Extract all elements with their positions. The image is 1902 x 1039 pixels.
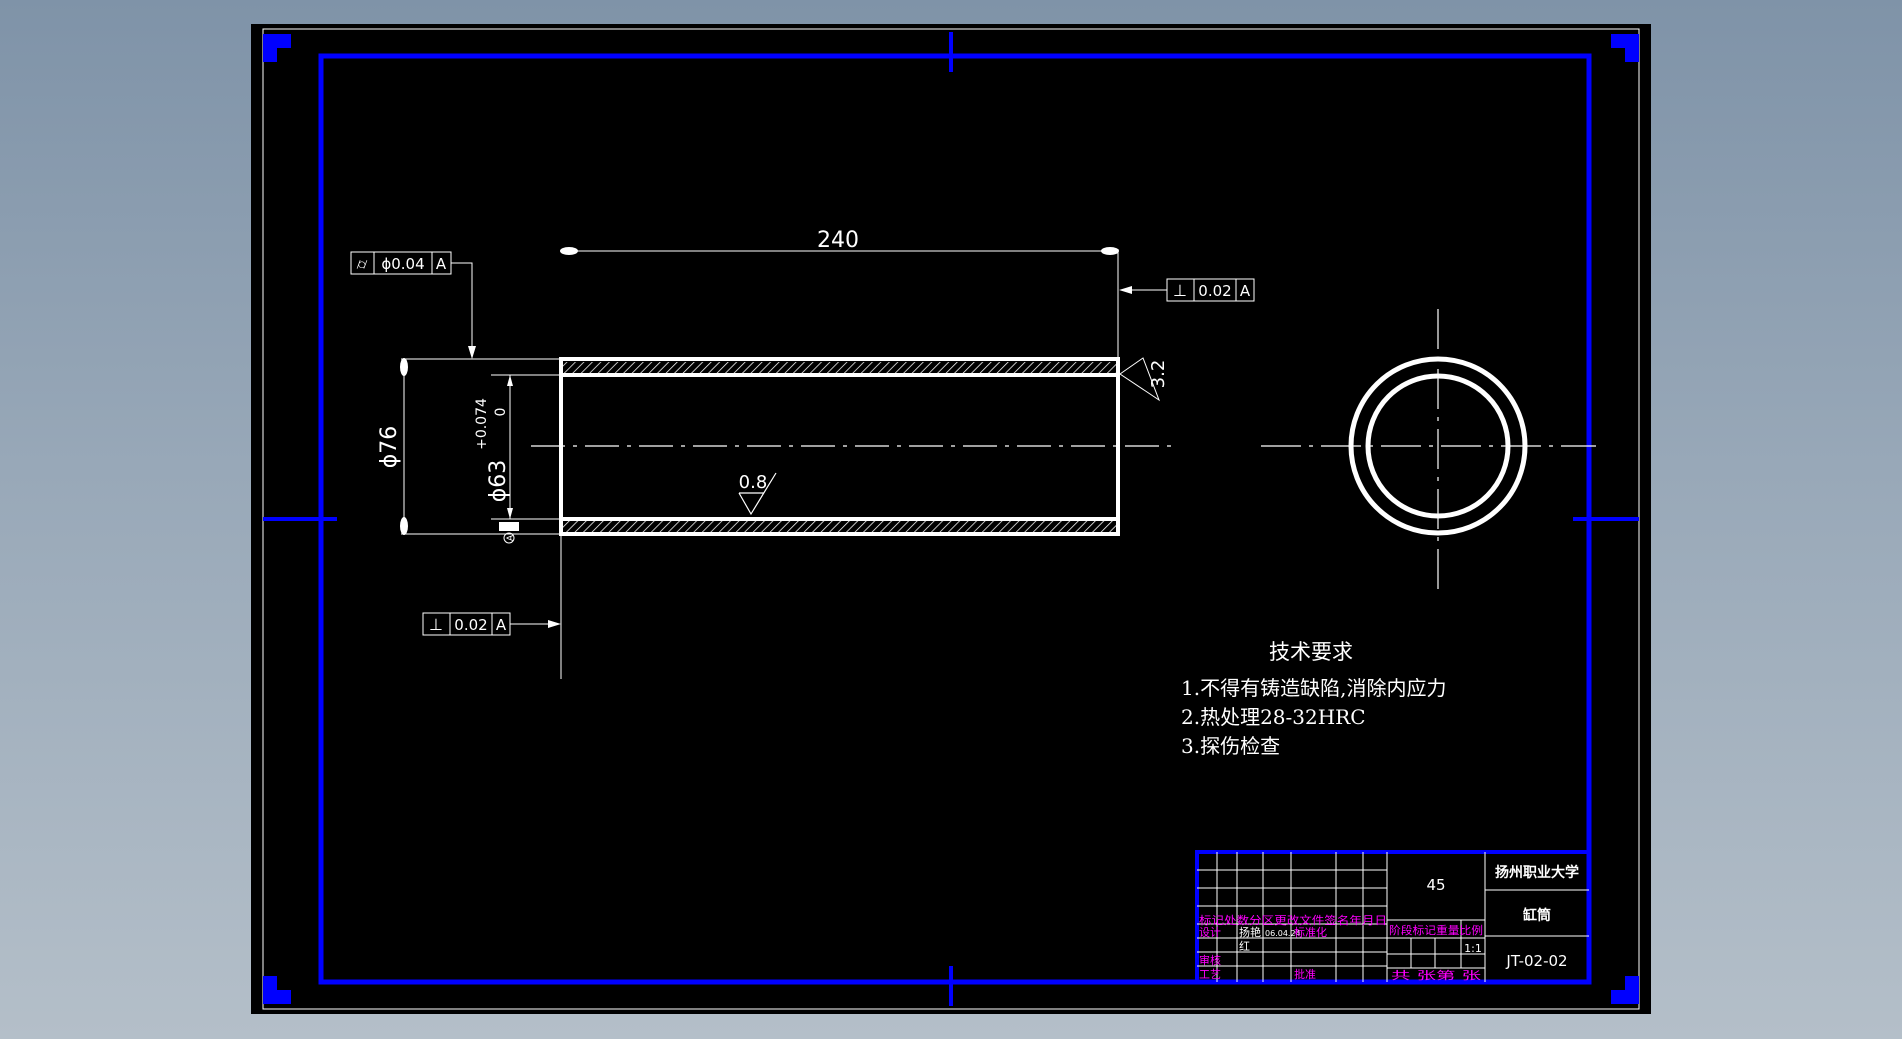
tech-req-item-1: 1.不得有铸造缺陷,消除内应力 xyxy=(1181,676,1446,700)
roughness-symbol-inner: 0.8 xyxy=(738,472,777,516)
tech-req-title: 技术要求 xyxy=(1269,640,1353,664)
perpendicular-bottom-datum: A xyxy=(496,616,507,634)
sheets-label: 共 张第 张 xyxy=(1391,968,1481,982)
perpendicular-right-symbol: ⊥ xyxy=(1173,281,1187,300)
design-date: 06.04.24 xyxy=(1265,929,1301,938)
cylindricity-value: ϕ0.04 xyxy=(381,255,424,273)
cylindricity-tolerance-frame[interactable]: ⌭ ϕ0.04 A xyxy=(350,251,476,359)
corner-mark-br xyxy=(1611,976,1639,1004)
end-view-outer-circle xyxy=(1348,356,1528,536)
section-view xyxy=(531,357,1173,536)
end-view-inner-circle xyxy=(1365,373,1511,519)
title-block-border xyxy=(1195,850,1591,984)
material-value: 45 xyxy=(1426,876,1445,894)
corner-mark-tl xyxy=(263,34,291,62)
inner-diameter-label: ϕ63 xyxy=(486,460,511,503)
drawing-viewport[interactable]: 240 ϕ76 ϕ63 +0.074 0 A 3.2 0.8 xyxy=(251,24,1651,1014)
cad-drawing-canvas: 240 ϕ76 ϕ63 +0.074 0 A 3.2 0.8 xyxy=(262,28,1640,1010)
scale-value: 1:1 xyxy=(1464,942,1482,955)
roughness-symbol-outer: 3.2 xyxy=(1119,357,1169,402)
datum-feature-label: A xyxy=(506,534,516,541)
drawing-number: JT-02-02 xyxy=(1505,952,1567,970)
corner-mark-tr xyxy=(1611,34,1639,62)
hatch-bottom-wall xyxy=(563,519,1116,532)
extra-field: 红 xyxy=(1239,940,1250,953)
corner-mark-bl xyxy=(263,976,291,1004)
perpendicular-bottom-value: 0.02 xyxy=(454,616,487,634)
cylindricity-symbol: ⌭ xyxy=(357,255,368,273)
perpendicular-tolerance-frame-right[interactable]: ⊥ 0.02 A xyxy=(1119,278,1255,302)
perpendicular-right-datum: A xyxy=(1240,282,1251,300)
perpendicular-bottom-symbol: ⊥ xyxy=(429,615,443,634)
cylindricity-leader xyxy=(451,262,473,355)
designer-name: 扬艳 xyxy=(1239,925,1261,939)
tech-req-item-3: 3.探伤检查 xyxy=(1181,734,1280,758)
title-block: 标记处数分区更改文件签名年月日 设计 扬艳 06.04.24 标准化 红 审核 … xyxy=(1195,850,1591,984)
stage-header: 阶段标记重量比例 xyxy=(1389,923,1483,937)
cylindricity-datum: A xyxy=(436,255,447,273)
hatch-top-wall xyxy=(563,362,1116,375)
perpendicular-right-value: 0.02 xyxy=(1198,282,1231,300)
outer-diameter-dimension: ϕ76 xyxy=(377,358,561,535)
roughness-outer-label: 3.2 xyxy=(1148,360,1169,389)
end-view xyxy=(1261,309,1596,594)
inner-diameter-dimension: ϕ63 +0.074 0 xyxy=(474,374,561,520)
length-dimension-label: 240 xyxy=(817,228,859,253)
perpendicular-tolerance-frame-bottom[interactable]: ⊥ 0.02 A xyxy=(422,612,561,636)
outer-diameter-label: ϕ76 xyxy=(377,426,402,469)
part-name: 缸筒 xyxy=(1523,907,1551,924)
technical-requirements: 技术要求 1.不得有铸造缺陷,消除内应力 2.热处理28-32HRC 3.探伤检… xyxy=(1181,640,1446,758)
school-name: 扬州职业大学 xyxy=(1495,864,1579,881)
revision-header: 标记处数分区更改文件签名年月日 xyxy=(1199,913,1387,927)
length-dimension: 240 xyxy=(560,228,1119,679)
tech-req-item-2: 2.热处理28-32HRC xyxy=(1181,705,1366,729)
roughness-inner-label: 0.8 xyxy=(739,472,768,493)
inner-tolerance-lower: 0 xyxy=(493,408,509,417)
datum-feature-a: A xyxy=(499,522,519,544)
process-label: 工艺 xyxy=(1199,968,1221,981)
standardization-label: 标准化 xyxy=(1294,925,1327,939)
design-label: 设计 xyxy=(1199,926,1221,939)
check-label: 审核 xyxy=(1199,953,1221,967)
inner-tolerance-upper: +0.074 xyxy=(474,398,490,450)
approve-label: 批准 xyxy=(1294,967,1316,981)
